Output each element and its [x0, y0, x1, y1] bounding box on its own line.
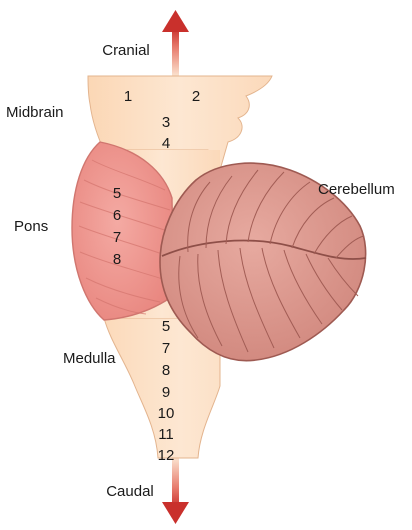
nerve-number: 9 [162, 384, 170, 401]
nerve-number: 7 [162, 340, 170, 357]
nerve-number: 8 [113, 251, 121, 268]
nerve-number: 2 [192, 88, 200, 105]
nerve-number: 3 [162, 114, 170, 131]
cerebellum-label: Cerebellum [318, 181, 395, 198]
caudal-label: Caudal [106, 483, 154, 500]
midbrain-label: Midbrain [6, 104, 64, 121]
nerve-number: 5 [162, 318, 170, 335]
caudal-arrow [162, 458, 189, 524]
nerve-number: 12 [158, 447, 175, 464]
nerve-number: 6 [113, 207, 121, 224]
cranial-arrow [162, 10, 189, 76]
nerve-number: 5 [113, 185, 121, 202]
medulla-label: Medulla [63, 350, 116, 367]
pons-label: Pons [14, 218, 48, 235]
cranial-label: Cranial [102, 42, 150, 59]
nerve-number: 4 [162, 135, 170, 152]
nerve-number: 1 [124, 88, 132, 105]
nerve-number: 10 [158, 405, 175, 422]
nerve-number: 11 [158, 426, 174, 443]
nerve-number: 8 [162, 362, 170, 379]
nerve-number: 7 [113, 229, 121, 246]
